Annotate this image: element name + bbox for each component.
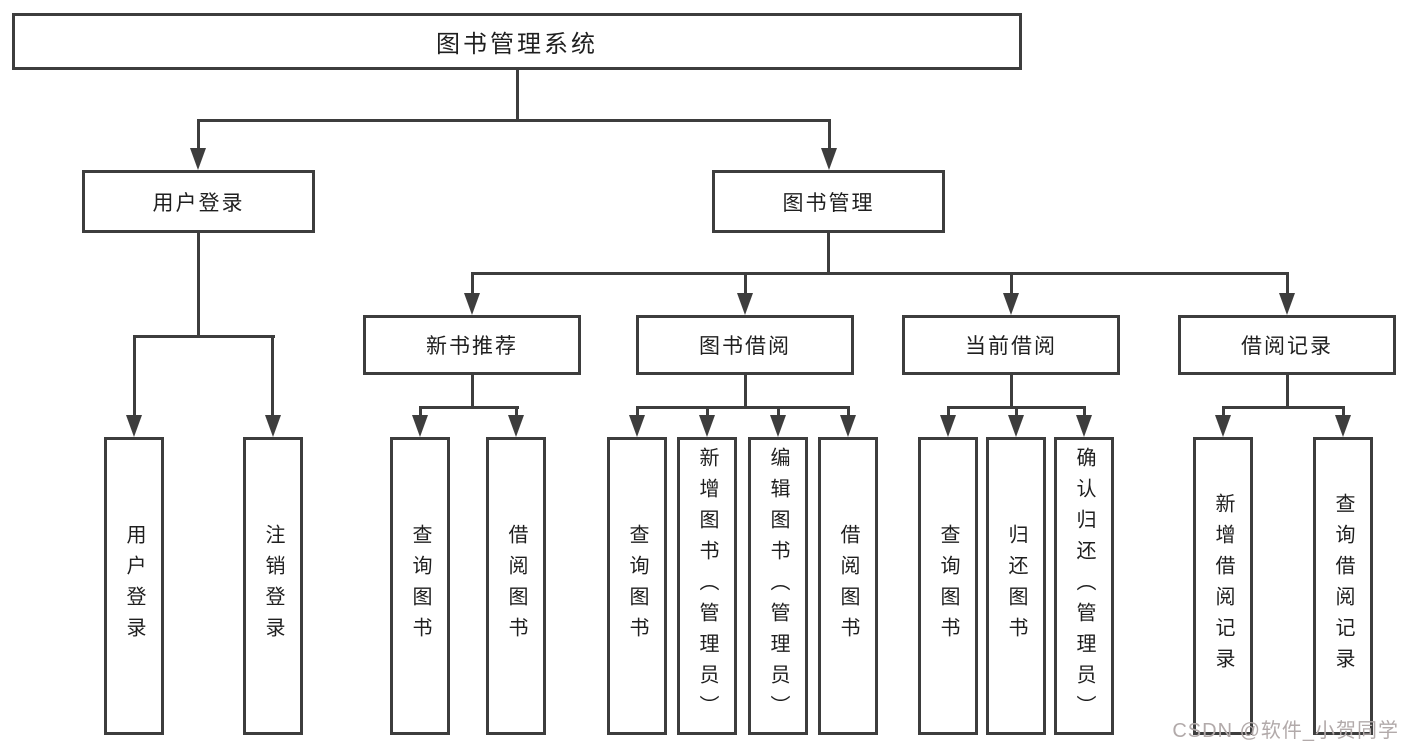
connector-line — [197, 119, 831, 122]
leaf-return-books-label: 归还图书 — [1005, 524, 1027, 648]
node-current-borrowing-label: 当前借阅 — [965, 335, 1057, 358]
connector-line — [947, 406, 950, 419]
connector-line — [636, 406, 639, 419]
connector-line — [847, 406, 850, 419]
node-book-borrowing: 图书借阅 — [636, 315, 854, 375]
leaf-logout: 注销登录 — [243, 437, 303, 735]
arrow-down-icon — [940, 415, 956, 437]
arrow-down-icon — [1008, 415, 1024, 437]
node-new-book-recommend-label: 新书推荐 — [426, 335, 518, 358]
connector-line — [636, 406, 850, 409]
leaf-query-borrow-record: 查询借阅记录 — [1313, 437, 1373, 735]
connector-line — [744, 375, 747, 409]
connector-line — [271, 335, 274, 419]
leaf-query-books-borrowing: 查询图书 — [607, 437, 667, 735]
arrow-down-icon — [840, 415, 856, 437]
connector-line — [1015, 406, 1018, 419]
leaf-user-login-label: 用户登录 — [123, 524, 145, 648]
leaf-edit-books-admin-label: 编辑图书（管理员） — [767, 446, 789, 726]
node-user-login-label: 用户登录 — [152, 191, 245, 215]
connector-line — [828, 119, 831, 152]
leaf-borrow-books-label: 借阅图书 — [837, 524, 859, 648]
leaf-add-borrow-record: 新增借阅记录 — [1193, 437, 1253, 735]
node-borrowing-records-label: 借阅记录 — [1241, 335, 1333, 358]
leaf-confirm-return-admin: 确认归还（管理员） — [1054, 437, 1114, 735]
leaf-query-books-recommend: 查询图书 — [390, 437, 450, 735]
leaf-add-borrow-record-label: 新增借阅记录 — [1212, 493, 1234, 679]
arrow-down-icon — [464, 293, 480, 315]
node-book-management-label: 图书管理 — [782, 191, 875, 215]
connector-line — [471, 272, 1289, 275]
arrow-down-icon — [508, 415, 524, 437]
node-user-login: 用户登录 — [82, 170, 315, 233]
node-new-book-recommend: 新书推荐 — [363, 315, 581, 375]
arrow-down-icon — [699, 415, 715, 437]
arrow-down-icon — [412, 415, 428, 437]
arrow-down-icon — [1003, 293, 1019, 315]
connector-line — [1342, 406, 1345, 419]
connector-line — [471, 375, 474, 409]
arrow-down-icon — [1215, 415, 1231, 437]
arrow-down-icon — [821, 148, 837, 170]
leaf-edit-books-admin: 编辑图书（管理员） — [748, 437, 808, 735]
leaf-query-books-borrowing-label: 查询图书 — [626, 524, 648, 648]
leaf-add-books-admin-label: 新增图书（管理员） — [696, 446, 718, 726]
connector-line — [515, 406, 518, 419]
connector-line — [706, 406, 709, 419]
connector-line — [419, 406, 422, 419]
node-book-management: 图书管理 — [712, 170, 945, 233]
arrow-down-icon — [629, 415, 645, 437]
watermark: CSDN @软件_小贺同学 — [1172, 720, 1399, 742]
arrow-down-icon — [265, 415, 281, 437]
leaf-return-books: 归还图书 — [986, 437, 1046, 735]
connector-line — [1222, 406, 1225, 419]
leaf-query-books-recommend-label: 查询图书 — [409, 524, 431, 648]
leaf-borrow-books-recommend: 借阅图书 — [486, 437, 546, 735]
leaf-confirm-return-admin-label: 确认归还（管理员） — [1073, 446, 1095, 726]
node-book-borrowing-label: 图书借阅 — [699, 335, 791, 358]
connector-line — [777, 406, 780, 419]
leaf-query-borrow-record-label: 查询借阅记录 — [1332, 493, 1354, 679]
connector-line — [827, 233, 830, 275]
arrow-down-icon — [737, 293, 753, 315]
connector-line — [1286, 375, 1289, 409]
connector-line — [516, 70, 519, 122]
connector-line — [1010, 375, 1013, 409]
leaf-logout-label: 注销登录 — [262, 524, 284, 648]
arrow-down-icon — [126, 415, 142, 437]
arrow-down-icon — [190, 148, 206, 170]
connector-line — [133, 335, 136, 419]
leaf-borrow-books-recommend-label: 借阅图书 — [505, 524, 527, 648]
arrow-down-icon — [1279, 293, 1295, 315]
node-library-system-label: 图书管理系统 — [436, 31, 598, 58]
connector-line — [1222, 406, 1345, 409]
connector-line — [419, 406, 519, 409]
connector-line — [1083, 406, 1086, 419]
connector-line — [1286, 272, 1289, 297]
leaf-user-login: 用户登录 — [104, 437, 164, 735]
arrow-down-icon — [770, 415, 786, 437]
connector-line — [471, 272, 474, 297]
connector-line — [744, 272, 747, 297]
arrow-down-icon — [1335, 415, 1351, 437]
node-library-system: 图书管理系统 — [12, 13, 1022, 70]
node-borrowing-records: 借阅记录 — [1178, 315, 1396, 375]
leaf-add-books-admin: 新增图书（管理员） — [677, 437, 737, 735]
leaf-query-books-current: 查询图书 — [918, 437, 978, 735]
connector-line — [133, 335, 275, 338]
leaf-borrow-books: 借阅图书 — [818, 437, 878, 735]
arrow-down-icon — [1076, 415, 1092, 437]
connector-line — [197, 233, 200, 338]
connector-line — [1010, 272, 1013, 297]
leaf-query-books-current-label: 查询图书 — [937, 524, 959, 648]
connector-line — [197, 119, 200, 152]
node-current-borrowing: 当前借阅 — [902, 315, 1120, 375]
